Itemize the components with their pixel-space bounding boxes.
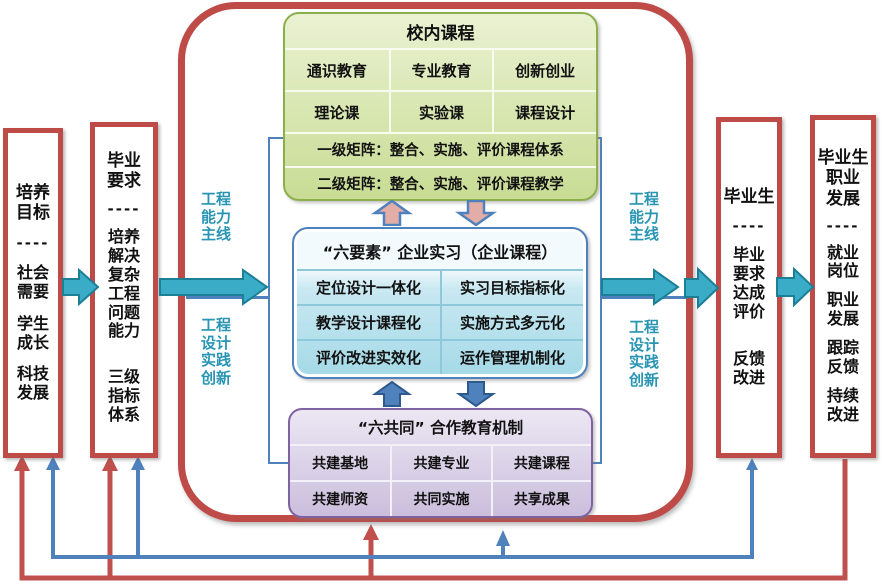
training-objectives-title: 培养 目标 <box>16 182 50 223</box>
campus-row-education: 通识教育 专业教育 创新创业 <box>285 50 596 92</box>
cell-joint-major: 共建专业 <box>390 446 490 480</box>
cell-general-education: 通识教育 <box>306 61 367 80</box>
box-campus-courses: 校内课程 通识教育 专业教育 创新创业 理论课 实验课 课程设计 一级矩阵：整合… <box>283 12 598 201</box>
arrow-down-enterprise-to-cooperation <box>455 381 497 407</box>
feedback-red-arrowheads <box>14 455 379 540</box>
matrix-level-1: 一级矩阵：整合、实施、评价课程体系 <box>285 134 596 168</box>
cell-implementation-modes: 实施方式多元化 <box>440 306 583 339</box>
item-feedback-improvement: 反馈 改进 <box>732 348 765 387</box>
cell-joint-faculty: 共建师资 <box>312 492 369 508</box>
box-cooperation-mechanism: “六共同” 合作教育机制 共建基地 共建专业 共建课程 共建师资 共同实施 共享… <box>288 408 593 518</box>
item-requirements-achievement-evaluation: 毕业 要求 达成 评价 <box>732 245 765 322</box>
arrow-objectives-to-requirements <box>62 268 99 306</box>
cell-theory-course: 理论课 <box>314 103 360 122</box>
arrow-courses-to-border <box>601 268 680 306</box>
label-engineering-ability-right: 工程 能力 主线 <box>628 190 659 244</box>
cell-evaluation-improvement: 评价改进实效化 <box>315 349 421 367</box>
item-social-needs: 社会 需要 <box>16 262 49 301</box>
cooperation-row-1: 共建基地 共建专业 共建课程 <box>290 446 591 482</box>
cell-teaching-design: 教学设计课程化 <box>315 314 421 332</box>
graduate-career-title: 毕业生 职业 发展 <box>817 148 869 209</box>
cell-joint-base: 共建基地 <box>312 456 369 472</box>
label-engineering-design-left: 工程 设计 实践 创新 <box>200 316 231 388</box>
item-tech-development: 科技 发展 <box>16 364 49 403</box>
graduation-requirements-title: 毕业 要求 <box>107 151 141 192</box>
item-career-development: 职业 发展 <box>826 290 859 329</box>
enterprise-row-3: 评价改进实效化 运作管理机制化 <box>297 341 583 374</box>
cell-innovation-entrepreneurship: 创新创业 <box>492 50 596 90</box>
arrow-border-to-graduates <box>684 266 720 310</box>
cell-positioning-design: 定位设计一体化 <box>315 279 421 297</box>
cooperation-mechanism-title: “六共同” 合作教育机制 <box>290 410 591 446</box>
enterprise-row-2: 教学设计课程化 实施方式多元化 <box>297 306 583 341</box>
cell-internship-goals: 实习目标指标化 <box>440 271 583 304</box>
arrow-up-enterprise-to-campus <box>371 200 413 226</box>
item-three-level-index: 三级 指标 体系 <box>107 367 140 425</box>
box-graduate-career-development: 毕业生 职业 发展 ---- 就业 岗位 职业 发展 跟踪 反馈 持续 改进 <box>810 115 876 458</box>
box-training-objectives: 培养 目标 ---- 社会 需要 学生 成长 科技 发展 <box>3 128 63 458</box>
enterprise-row-1: 定位设计一体化 实习目标指标化 <box>297 271 583 306</box>
connector-left <box>186 296 268 299</box>
matrix-level-2: 二级矩阵：整合、实施、评价课程教学 <box>317 176 564 193</box>
label-engineering-ability-left: 工程 能力 主线 <box>200 190 231 244</box>
arrow-down-campus-to-enterprise <box>455 200 497 226</box>
cell-joint-implementation: 共同实施 <box>390 482 490 516</box>
cell-experiment-course: 实验课 <box>388 92 493 132</box>
enterprise-internship-title: “六要素” 企业实习（企业课程） <box>297 232 583 271</box>
item-tracking-feedback: 跟踪 反馈 <box>826 338 859 376</box>
item-employment-positions: 就业 岗位 <box>826 242 859 281</box>
arrow-graduates-to-career <box>776 266 815 308</box>
box-graduates: 毕业生 ---- 毕业 要求 达成 评价 反馈 改进 <box>716 117 782 458</box>
divider: ---- <box>16 233 50 252</box>
cell-professional-education: 专业教育 <box>388 50 493 90</box>
box-enterprise-internship: “六要素” 企业实习（企业课程） 定位设计一体化 实习目标指标化 教学设计课程化… <box>292 227 588 379</box>
arrow-up-cooperation-to-enterprise <box>371 381 413 407</box>
campus-courses-title: 校内课程 <box>285 14 596 50</box>
item-complex-problem-ability: 培养 解决 复杂 工程 问题 能力 <box>107 227 140 341</box>
label-engineering-design-right: 工程 设计 实践 创新 <box>628 318 659 390</box>
divider: ---- <box>732 217 766 236</box>
campus-row-course-types: 理论课 实验课 课程设计 <box>285 92 596 134</box>
cell-course-design: 课程设计 <box>492 92 596 132</box>
feedback-blue-arrowheads <box>46 456 758 546</box>
cell-operation-management: 运作管理机制化 <box>440 341 583 374</box>
connector-right <box>602 296 687 299</box>
box-graduation-requirements: 毕业 要求 ---- 培养 解决 复杂 工程 问题 能力 三级 指标 体系 <box>90 122 158 458</box>
divider: ---- <box>107 200 141 219</box>
item-student-growth: 学生 成长 <box>16 313 49 352</box>
graduates-title: 毕业生 <box>723 187 775 208</box>
cell-shared-results: 共享成果 <box>490 482 591 516</box>
cell-joint-courses: 共建课程 <box>490 446 591 480</box>
divider: ---- <box>826 216 860 235</box>
arrow-requirements-to-courses <box>159 268 269 306</box>
cooperation-row-2: 共建师资 共同实施 共享成果 <box>290 482 591 516</box>
item-continuous-improvement: 持续 改进 <box>826 385 859 424</box>
